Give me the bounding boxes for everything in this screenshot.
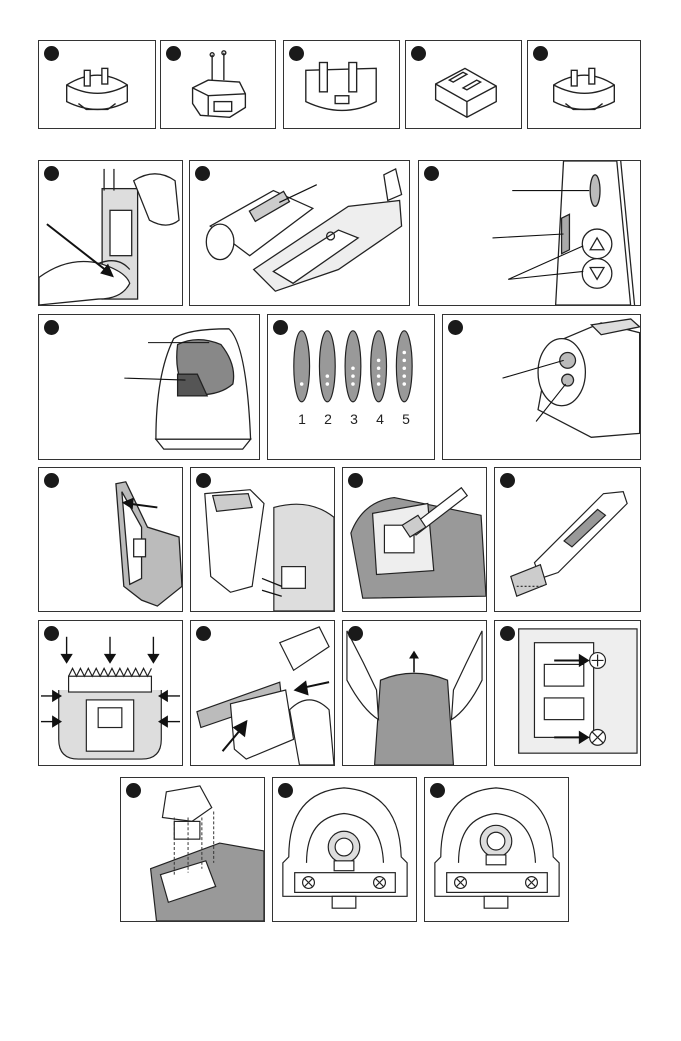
blade-detach-illustration — [191, 468, 334, 611]
panel-battery-levels: 1 2 3 4 5 — [267, 314, 435, 460]
panel-clean-brush — [342, 467, 487, 612]
step-badge — [126, 783, 141, 798]
panel-adapter-insert — [38, 160, 183, 306]
battery-level-indicators — [268, 315, 434, 459]
step-badge — [424, 166, 439, 181]
step-badge — [348, 473, 363, 488]
clean-brush-illustration — [343, 468, 486, 611]
panel-plug-adapter-5 — [527, 40, 641, 129]
panel-motor-view-1 — [272, 777, 417, 922]
adapter-insert-illustration — [39, 161, 182, 305]
step-badge — [44, 626, 59, 641]
battery-level-label-3: 3 — [347, 411, 361, 427]
clipper-side-illustration — [495, 468, 640, 611]
cover-remove-illustration — [343, 621, 486, 765]
blade-mount-illustration — [121, 778, 264, 921]
step-badge — [196, 473, 211, 488]
panel-device-controls — [418, 160, 641, 306]
panel-motor-view-2 — [424, 777, 569, 922]
panel-blade-detach — [190, 467, 335, 612]
panel-clipper-side — [494, 467, 641, 612]
step-badge — [273, 320, 288, 335]
step-badge — [448, 320, 463, 335]
panel-plug-adapter-1 — [38, 40, 156, 129]
panel-plug-adapter-3 — [283, 40, 400, 129]
panel-device-base — [442, 314, 641, 460]
blade-attach-illustration — [191, 621, 334, 765]
battery-level-label-2: 2 — [321, 411, 335, 427]
step-badge — [195, 166, 210, 181]
panel-blade-mount — [120, 777, 265, 922]
step-badge — [44, 320, 59, 335]
screws-illustration — [495, 621, 640, 765]
step-badge — [278, 783, 293, 798]
step-badge — [411, 46, 426, 61]
panel-screws — [494, 620, 641, 766]
step-badge — [430, 783, 445, 798]
step-badge — [196, 626, 211, 641]
charging-stand-illustration — [39, 315, 259, 459]
panel-blade-remove — [38, 467, 183, 612]
panel-blade-align — [38, 620, 183, 766]
device-controls-illustration — [419, 161, 640, 305]
panel-cover-remove — [342, 620, 487, 766]
step-badge — [500, 626, 515, 641]
blade-align-illustration — [39, 621, 182, 765]
panel-plug-adapter-4 — [405, 40, 522, 129]
motor-view-1-illustration — [273, 778, 416, 921]
battery-insert-illustration — [190, 161, 409, 305]
battery-level-label-4: 4 — [373, 411, 387, 427]
step-badge — [44, 473, 59, 488]
battery-level-label-1: 1 — [295, 411, 309, 427]
blade-remove-illustration — [39, 468, 182, 611]
step-badge — [500, 473, 515, 488]
step-badge — [44, 46, 59, 61]
step-badge — [348, 626, 363, 641]
step-badge — [533, 46, 548, 61]
step-badge — [166, 46, 181, 61]
step-badge — [289, 46, 304, 61]
panel-blade-attach — [190, 620, 335, 766]
step-badge — [44, 166, 59, 181]
panel-plug-adapter-2 — [160, 40, 276, 129]
panel-battery-insert — [189, 160, 410, 306]
battery-level-label-5: 5 — [399, 411, 413, 427]
panel-charging-stand — [38, 314, 260, 460]
device-base-illustration — [443, 315, 640, 459]
motor-view-2-illustration — [425, 778, 568, 921]
